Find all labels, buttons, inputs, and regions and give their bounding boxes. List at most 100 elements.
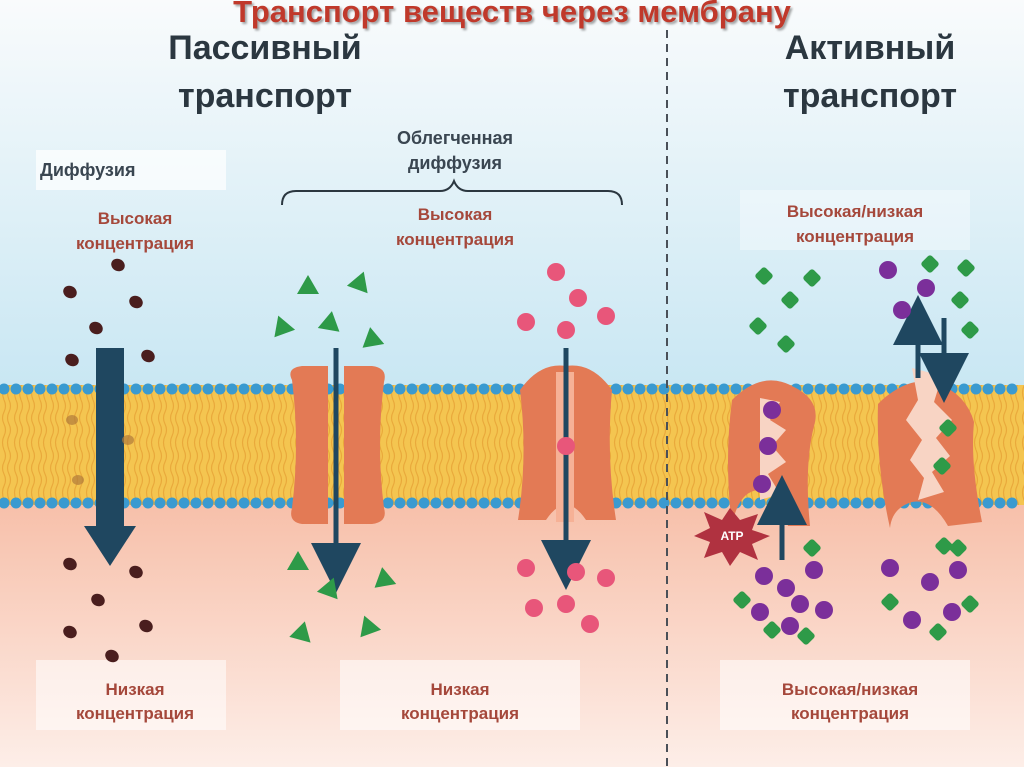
phospholipid-head	[707, 384, 718, 395]
phospholipid-head	[143, 498, 154, 509]
phospholipid-head	[179, 498, 190, 509]
phospholipid-head	[611, 384, 622, 395]
phospholipid-head	[383, 498, 394, 509]
phospholipid-head	[263, 384, 274, 395]
purple-particle	[879, 261, 897, 279]
phospholipid-head	[227, 498, 238, 509]
purple-particle	[917, 279, 935, 297]
phospholipid-head	[443, 498, 454, 509]
phospholipid-head	[1007, 384, 1018, 395]
phospholipid-head	[59, 498, 70, 509]
pink-particle	[557, 595, 575, 613]
phospholipid-head	[167, 384, 178, 395]
phospholipid-head	[695, 384, 706, 395]
phospholipid-head	[383, 384, 394, 395]
pink-particle	[557, 437, 575, 455]
phospholipid-head	[491, 498, 502, 509]
purple-particle	[805, 561, 823, 579]
phospholipid-head	[167, 498, 178, 509]
purple-particle	[903, 611, 921, 629]
pink-particle	[569, 289, 587, 307]
phospholipid-head	[671, 384, 682, 395]
phospholipid-head	[143, 384, 154, 395]
phospholipid-head	[23, 384, 34, 395]
passive-heading-line1: Пассивный	[120, 26, 410, 70]
active-bottom-line2: концентрация	[730, 701, 970, 726]
solute-particle	[66, 415, 78, 425]
phospholipid-head	[251, 384, 262, 395]
phospholipid-head	[983, 384, 994, 395]
phospholipid-head	[479, 498, 490, 509]
phospholipid-head	[707, 498, 718, 509]
phospholipid-head	[683, 498, 694, 509]
purple-particle	[943, 603, 961, 621]
phospholipid-head	[395, 498, 406, 509]
phospholipid-head	[155, 384, 166, 395]
pink-particle	[581, 615, 599, 633]
phospholipid-head	[731, 384, 742, 395]
phospholipid-head	[479, 384, 490, 395]
phospholipid-head	[995, 384, 1006, 395]
phospholipid-head	[179, 384, 190, 395]
phospholipid-head	[131, 498, 142, 509]
phospholipid-head	[239, 384, 250, 395]
phospholipid-head	[191, 498, 202, 509]
phospholipid-head	[239, 498, 250, 509]
phospholipid-head	[815, 384, 826, 395]
purple-particle	[755, 567, 773, 585]
phospholipid-head	[863, 384, 874, 395]
phospholipid-head	[683, 384, 694, 395]
phospholipid-head	[863, 498, 874, 509]
facilitated-high-line2: концентрация	[340, 227, 570, 252]
facilitated-high-line1: Высокая	[340, 202, 570, 227]
phospholipid-head	[263, 498, 274, 509]
phospholipid-head	[431, 498, 442, 509]
purple-particle	[781, 617, 799, 635]
phospholipid-head	[71, 384, 82, 395]
phospholipid-head	[455, 498, 466, 509]
phospholipid-head	[215, 384, 226, 395]
phospholipid-head	[59, 384, 70, 395]
facilitated-label-line2: диффузия	[340, 151, 570, 176]
phospholipid-head	[503, 498, 514, 509]
phospholipid-head	[635, 384, 646, 395]
phospholipid-head	[635, 498, 646, 509]
purple-particle	[881, 559, 899, 577]
phospholipid-head	[503, 384, 514, 395]
phospholipid-head	[971, 384, 982, 395]
phospholipid-head	[875, 498, 886, 509]
pink-particle	[517, 313, 535, 331]
phospholipid-head	[275, 384, 286, 395]
phospholipid-head	[1007, 498, 1018, 509]
facilitated-low-line2: концентрация	[340, 701, 580, 726]
phospholipid-head	[743, 498, 754, 509]
phospholipid-head	[983, 498, 994, 509]
phospholipid-head	[623, 498, 634, 509]
pink-particle	[597, 307, 615, 325]
phospholipid-head	[767, 498, 778, 509]
phospholipid-head	[647, 384, 658, 395]
solute-particle	[122, 435, 134, 445]
phospholipid-head	[275, 498, 286, 509]
pink-particle	[525, 599, 543, 617]
active-bottom-line1: Высокая/низкая	[730, 677, 970, 702]
phospholipid-head	[35, 498, 46, 509]
passive-heading-line2: транспорт	[120, 74, 410, 118]
phospholipid-head	[203, 384, 214, 395]
purple-particle	[921, 573, 939, 591]
pink-particle	[597, 569, 615, 587]
phospholipid-head	[467, 384, 478, 395]
phospholipid-head	[851, 498, 862, 509]
phospholipid-head	[131, 384, 142, 395]
purple-particle	[763, 401, 781, 419]
diffusion-low-line1: Низкая	[40, 677, 230, 702]
purple-particle	[759, 437, 777, 455]
phospholipid-head	[467, 498, 478, 509]
phospholipid-head	[227, 384, 238, 395]
diffusion-high-line2: концентрация	[40, 231, 230, 256]
purple-particle	[893, 301, 911, 319]
phospholipid-head	[431, 384, 442, 395]
active-heading-line1: Активный	[740, 26, 1000, 70]
phospholipid-head	[155, 498, 166, 509]
purple-particle	[777, 579, 795, 597]
